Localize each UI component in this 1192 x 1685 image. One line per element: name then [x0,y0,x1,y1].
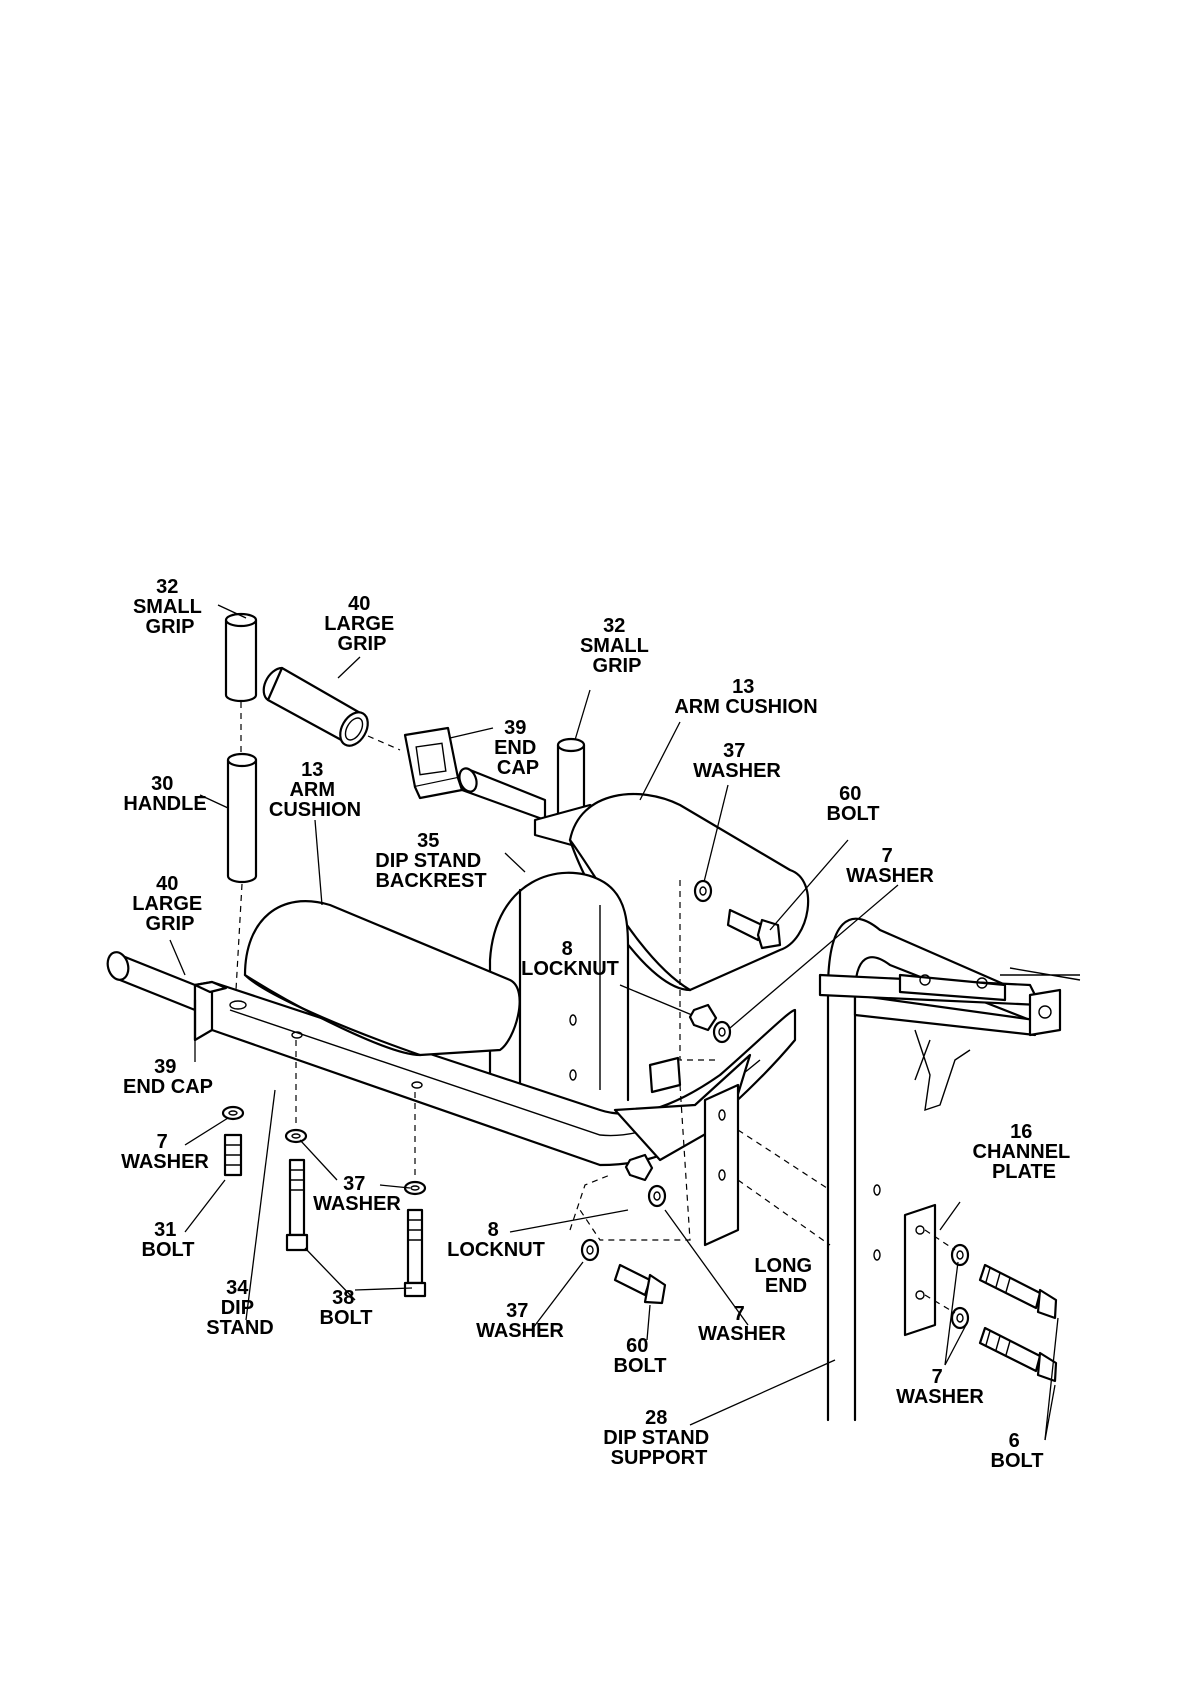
callout-locknut-top: 8 LOCKNUT [521,938,619,980]
callout-washer-7-right: 7 WASHER [896,1366,984,1408]
callout-bolt-60-bottom: 60 BOLT [614,1335,667,1377]
callout-bolt-6: 6 BOLT [991,1430,1044,1472]
callout-small-grip-right: 32 SMALL GRIP [580,615,654,677]
callout-arm-cushion-right: 13 ARM CUSHION [674,676,817,718]
leader-lines [169,604,1059,1441]
arm-cushion-left-part [243,900,521,1057]
callout-end-cap-left: 39 END CAP [123,1056,213,1098]
handle-part [226,752,258,884]
fasteners [221,879,1058,1383]
dip-stand-support-part [818,917,1081,1422]
large-grip-top-part [262,666,369,747]
callout-long-end: LONG END [754,1255,817,1297]
callout-washer-7-left: 7 WASHER [121,1131,209,1173]
callout-channel-plate: 16 CHANNEL PLATE [973,1121,1076,1183]
callout-washer-37-mid: 37 WASHER [313,1173,401,1215]
dip-stand-backrest-part [488,871,630,1122]
callout-handle: 30 HANDLE [123,773,206,815]
callout-bolt-60-top: 60 BOLT [827,783,880,825]
callout-dip-stand-backrest: 35 DIP STAND BACKREST [375,830,487,892]
callout-dip-stand: 34 DIP STAND [206,1277,273,1339]
callout-washer-37-bottom: 37 WASHER [476,1300,564,1342]
callout-locknut-bottom: 8 LOCKNUT [447,1219,545,1261]
callout-bolt-38: 38 BOLT [320,1287,373,1329]
callout-end-cap-top: 39 END CAP [494,717,542,779]
callout-large-grip-left: 40 LARGE GRIP [132,873,208,935]
callout-small-grip-left: 32 SMALL GRIP [133,576,207,638]
end-cap-top-part [403,726,464,800]
callout-large-grip-top: 40 LARGE GRIP [324,593,400,655]
callout-labels: 32 SMALL GRIP 40 LARGE GRIP 32 SMALL GRI… [121,576,1076,1472]
callout-dip-stand-support: 28 DIP STAND SUPPORT [603,1407,715,1469]
channel-plate-part [903,1203,937,1337]
callout-washer-7-top: 7 WASHER [846,845,934,887]
callout-arm-cushion-left: 13 ARM CUSHION [269,759,361,821]
parts-drawing [106,604,1081,1441]
callout-bolt-31: 31 BOLT [142,1219,195,1261]
callout-washer-37-top: 37 WASHER [693,740,781,782]
callout-washer-7-bottom: 7 WASHER [698,1303,786,1345]
small-grip-left-part [224,612,258,703]
